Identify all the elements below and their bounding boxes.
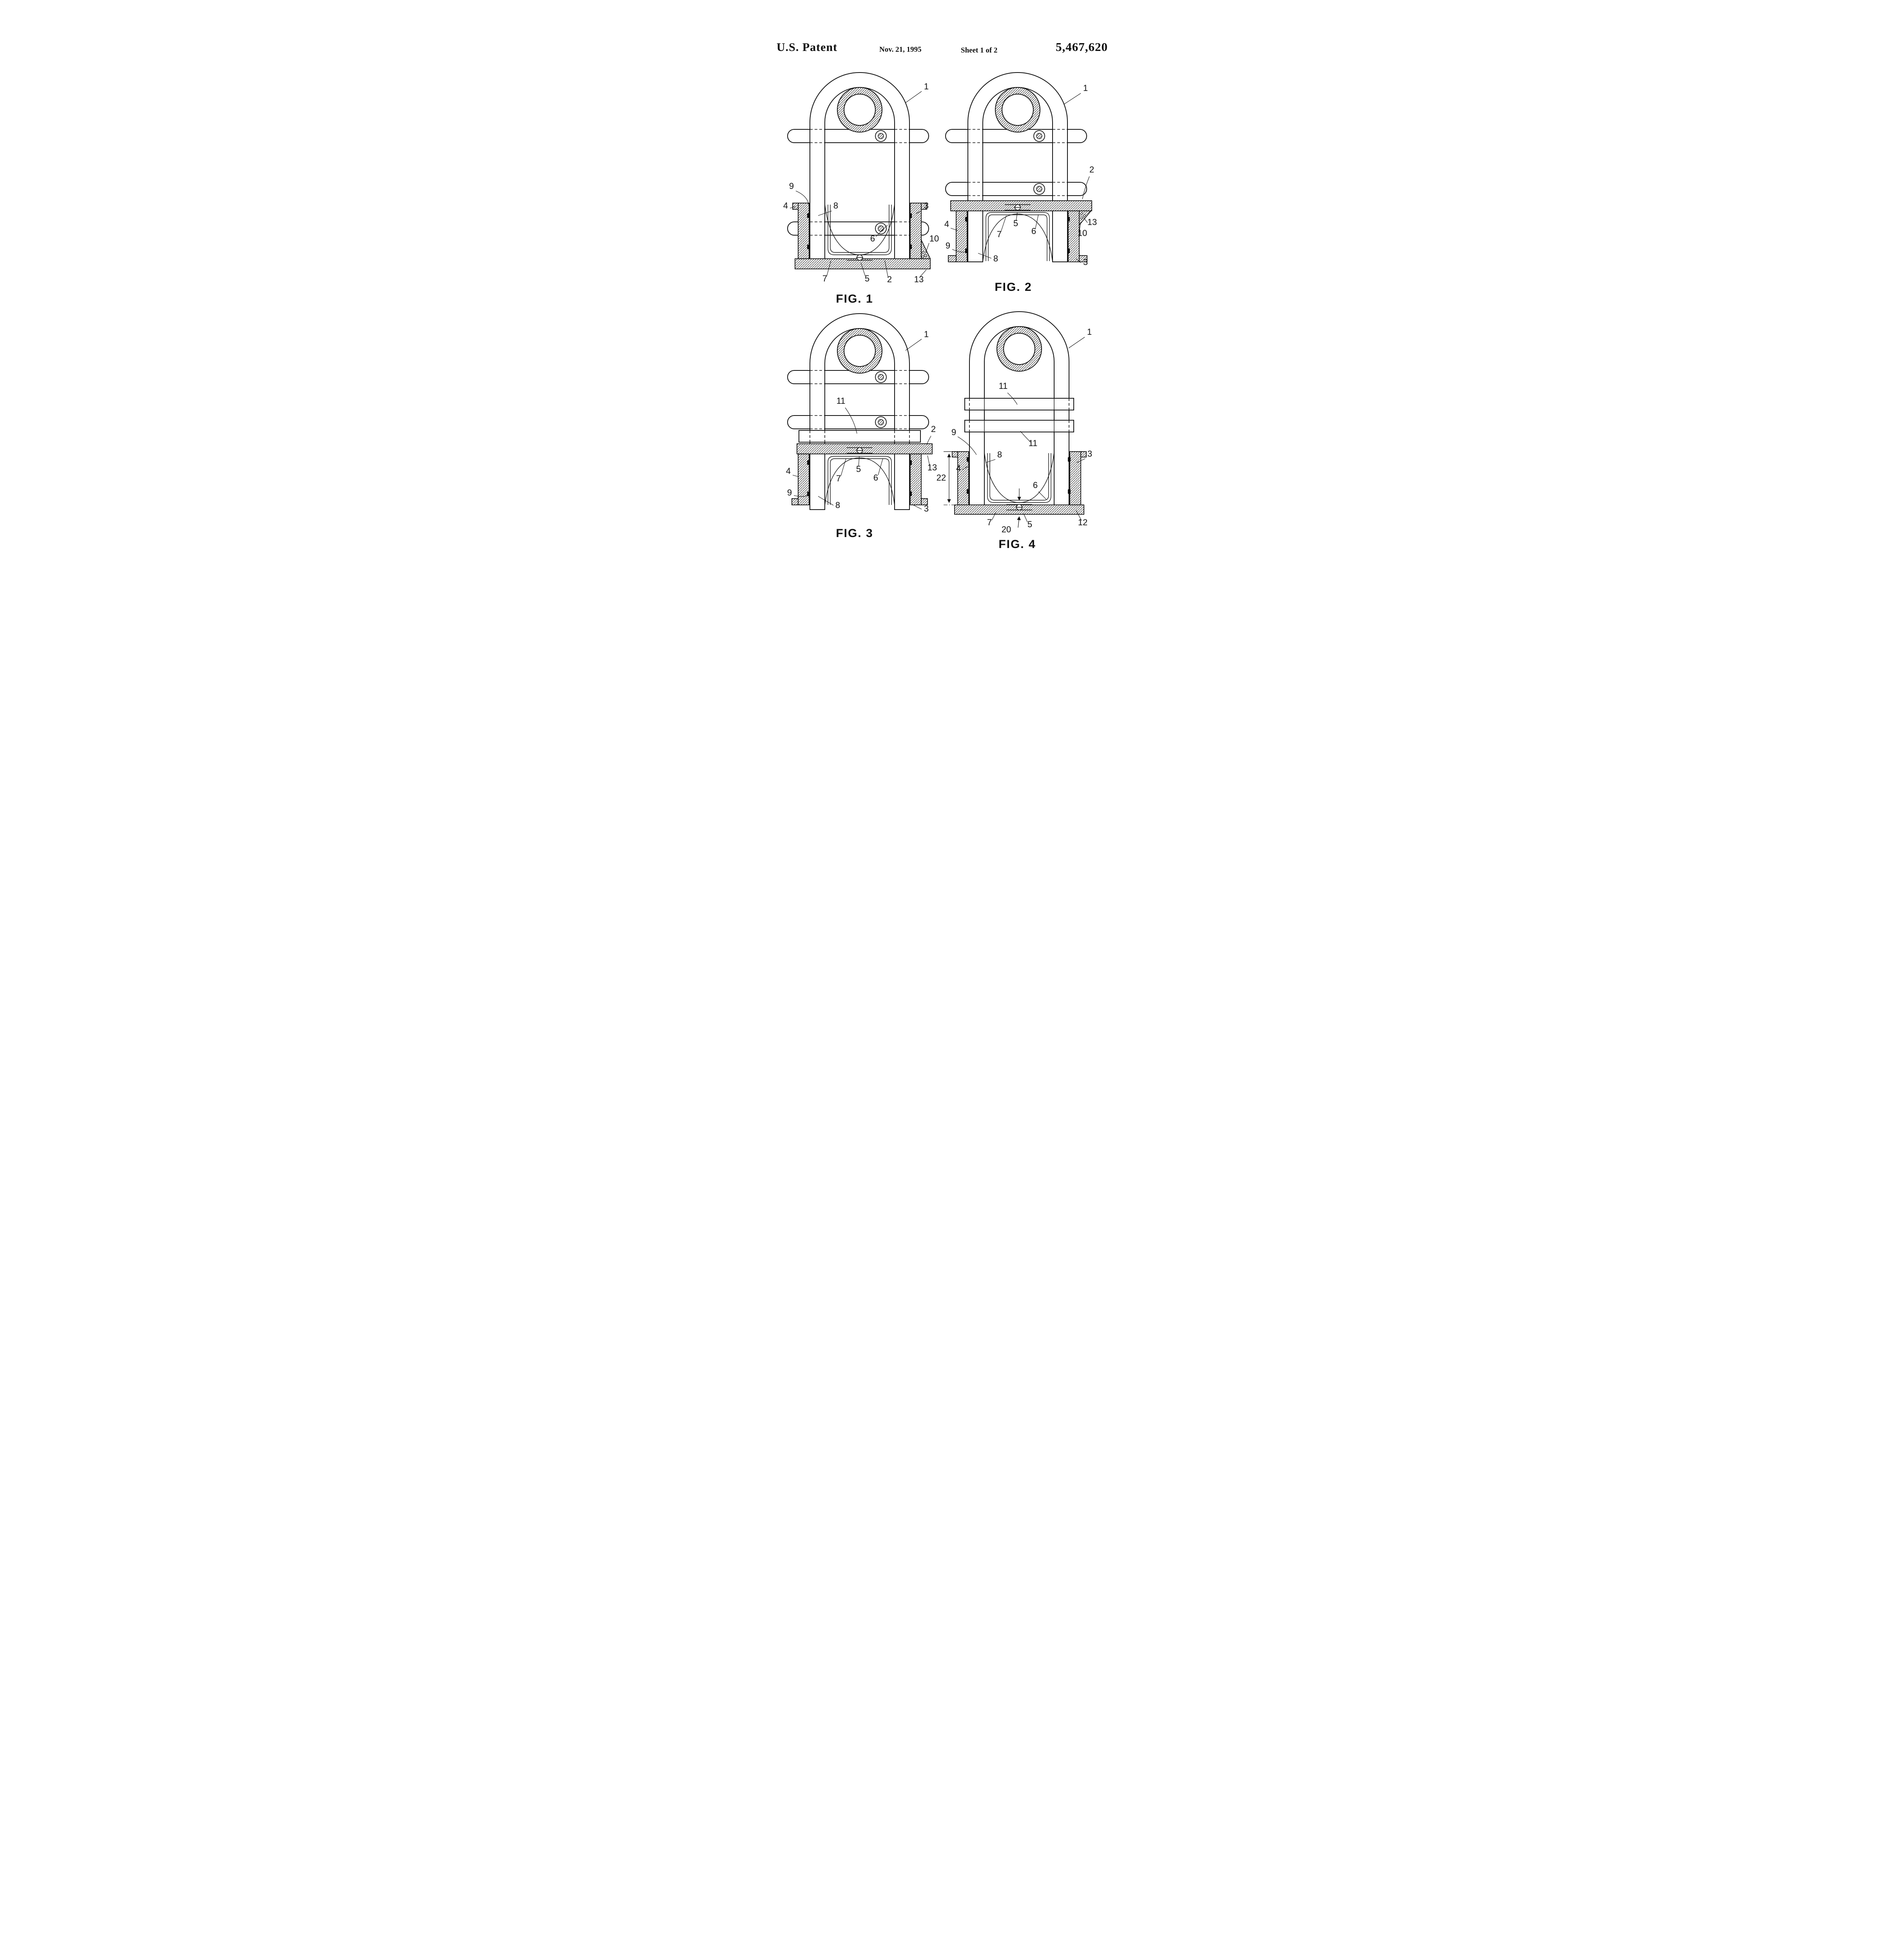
figure-3: 1 11 2 13 4 7 5 6 9 8 3 FIG. 3: [786, 314, 937, 540]
fig3-liner: [825, 456, 895, 506]
fig4-ref-6: 6: [1033, 480, 1038, 490]
fig3-ref-7: 7: [836, 474, 841, 483]
fig2-ref-10: 10: [1078, 228, 1087, 238]
fig4-ref-1: 1: [1087, 327, 1092, 337]
fig1-ref-1: 1: [924, 82, 929, 91]
fig2-ref-4: 4: [944, 219, 949, 229]
fig1-ref-9: 9: [789, 181, 794, 191]
fig4-ref-11b: 11: [1029, 438, 1038, 448]
fig2-ref-1: 1: [1083, 83, 1088, 93]
fig3-label: FIG. 3: [836, 527, 873, 540]
fig2-u-bolt: [968, 73, 1067, 262]
fig3-ref-8: 8: [835, 500, 840, 510]
fig1-ref-2: 2: [887, 274, 892, 284]
fig4-ref-11a: 11: [999, 381, 1008, 391]
fig1-u-bolt: [810, 73, 909, 269]
fig4-ref-7: 7: [987, 517, 992, 527]
fig3-ref-13: 13: [928, 463, 937, 472]
fig1-ref-10: 10: [929, 234, 939, 243]
fig3-ref-3: 3: [924, 504, 929, 514]
fig1-ref-3: 3: [924, 201, 929, 211]
fig3-ref-9: 9: [787, 488, 792, 497]
fig2-ref-3: 3: [1083, 257, 1088, 267]
fig3-ref-4: 4: [786, 466, 791, 476]
fig1-label: FIG. 1: [836, 292, 873, 305]
drawings-canvas: 1 9 4 8 3 6 10 7 5 2 13 FIG. 1: [734, 0, 1161, 626]
fig2-ref-8: 8: [993, 254, 998, 263]
figure-1: 1 9 4 8 3 6 10 7 5 2 13 FIG. 1: [783, 73, 939, 305]
fig3-ref-5: 5: [856, 464, 861, 474]
fig1-rod-pin: [875, 131, 886, 234]
fig2-ref-13: 13: [1087, 217, 1097, 227]
fig1-ref-4: 4: [783, 201, 788, 211]
fig3-ref-6: 6: [873, 473, 878, 483]
fig1-ref-8: 8: [833, 201, 838, 211]
fig4-ref-9: 9: [951, 427, 956, 437]
fig2-rod-pin: [1034, 131, 1045, 194]
fig3-ref-11: 11: [837, 396, 846, 406]
patent-sheet: U.S. Patent Nov. 21, 1995 Sheet 1 of 2 5…: [734, 0, 1161, 626]
fig1-ref-5: 5: [865, 274, 869, 283]
fig3-ref-2: 2: [931, 424, 936, 434]
fig2-ref-6: 6: [1031, 226, 1036, 236]
fig1-ref-7: 7: [822, 274, 827, 283]
fig1-ref-13: 13: [914, 274, 924, 284]
fig2-ref-5: 5: [1013, 218, 1018, 228]
fig4-ref-20: 20: [1002, 524, 1011, 534]
fig2-label: FIG. 2: [995, 281, 1032, 294]
fig1-ref-6: 6: [870, 234, 875, 243]
fig3-spacer-band: [799, 430, 920, 442]
fig4-label: FIG. 4: [998, 538, 1036, 551]
fig4-ref-5: 5: [1027, 519, 1032, 529]
fig2-ref-2: 2: [1089, 165, 1094, 174]
fig3-u-bolt: [810, 314, 909, 510]
figure-2: 1 2 13 10 4 9 8 7 5 6 3 FIG. 2: [944, 73, 1097, 294]
fig2-ref-7: 7: [997, 229, 1002, 239]
fig4-ref-3: 3: [1087, 449, 1092, 459]
fig4-ref-22: 22: [937, 473, 946, 483]
fig4-ref-4: 4: [956, 463, 961, 473]
fig2-ref-9: 9: [946, 241, 950, 250]
fig3-ref-1: 1: [924, 329, 929, 339]
fig3-rod-pin: [875, 372, 886, 428]
figure-4: 1 11 11 9 4 8 3 6 22 7 20 5 12 FIG. 4: [937, 312, 1092, 551]
fig4-ref-12: 12: [1078, 517, 1087, 527]
fig4-ref-8: 8: [997, 450, 1002, 459]
